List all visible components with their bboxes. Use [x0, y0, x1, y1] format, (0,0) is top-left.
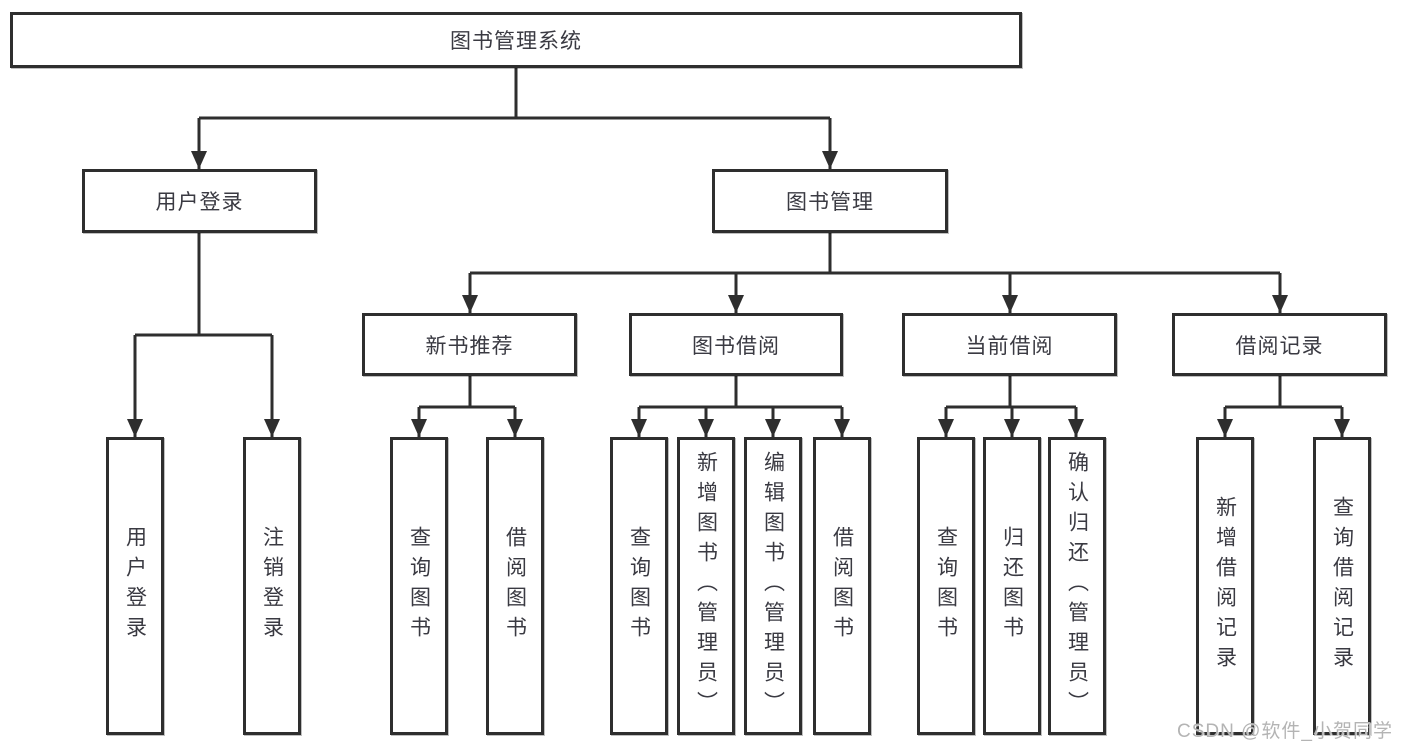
node-label: 查询借阅记录	[1330, 496, 1354, 676]
node-label: 图书管理系统	[450, 30, 582, 53]
node-label: 借阅记录	[1235, 334, 1324, 358]
node-label: 借阅图书	[503, 526, 527, 646]
node-new-book-recommend: 新书推荐	[362, 313, 577, 376]
node-label: 新增图书（管理员）	[694, 451, 718, 721]
leaf-query-books-3: 查询图书	[917, 437, 975, 735]
node-label: 确认归还（管理员）	[1065, 451, 1089, 721]
node-label: 用户登录	[155, 191, 244, 214]
leaf-query-borrow-record: 查询借阅记录	[1313, 437, 1371, 735]
leaf-edit-books-admin: 编辑图书（管理员）	[744, 437, 802, 735]
node-label: 图书管理	[786, 191, 874, 214]
node-label: 借阅图书	[830, 526, 854, 646]
node-label: 查询图书	[627, 526, 651, 646]
csdn-watermark: CSDN @软件_小贺同学	[1177, 721, 1393, 742]
leaf-confirm-return-admin: 确认归还（管理员）	[1048, 437, 1106, 735]
node-label: 归还图书	[1000, 526, 1024, 646]
node-label: 当前借阅	[965, 334, 1054, 358]
leaf-user-login: 用户登录	[106, 437, 164, 735]
node-label: 注销登录	[260, 526, 284, 646]
node-label: 查询图书	[934, 526, 958, 646]
node-book-management-branch: 图书管理	[712, 169, 948, 233]
node-system-root: 图书管理系统	[10, 12, 1022, 68]
leaf-borrow-books-2: 借阅图书	[813, 437, 871, 735]
node-label: 查询图书	[407, 526, 431, 646]
node-current-borrowing: 当前借阅	[902, 313, 1117, 376]
leaf-query-books-2: 查询图书	[610, 437, 668, 735]
leaf-query-books-1: 查询图书	[390, 437, 448, 735]
node-user-login-branch: 用户登录	[82, 169, 317, 233]
node-label: 新增借阅记录	[1213, 496, 1237, 676]
node-book-borrowing: 图书借阅	[629, 313, 843, 376]
leaf-logout: 注销登录	[243, 437, 301, 735]
leaf-return-books: 归还图书	[983, 437, 1041, 735]
leaf-add-books-admin: 新增图书（管理员）	[677, 437, 735, 735]
node-label: 用户登录	[123, 526, 147, 646]
node-borrowing-records: 借阅记录	[1172, 313, 1387, 376]
node-label: 新书推荐	[425, 334, 514, 358]
leaf-add-borrow-record: 新增借阅记录	[1196, 437, 1254, 735]
node-label: 编辑图书（管理员）	[761, 451, 785, 721]
leaf-borrow-books-1: 借阅图书	[486, 437, 544, 735]
node-label: 图书借阅	[692, 334, 780, 358]
